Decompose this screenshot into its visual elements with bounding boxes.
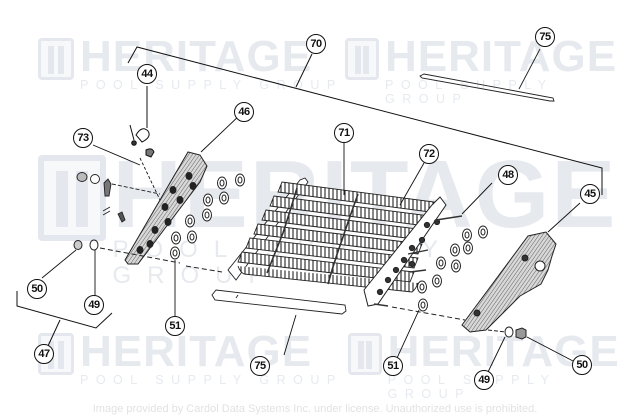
- callout-50-right[interactable]: 50: [572, 355, 592, 375]
- part-75-bottom-strip: [211, 289, 347, 356]
- callout-73[interactable]: 73: [73, 128, 93, 148]
- front-tube-sheet: [363, 182, 493, 307]
- heritage-logo-icon: [345, 38, 379, 80]
- watermark-title: HERITAGE: [384, 32, 618, 81]
- left-gaskets: [170, 173, 245, 260]
- bracket-70: [127, 46, 603, 195]
- callout-50-left[interactable]: 50: [27, 279, 47, 299]
- callout-75-top[interactable]: 75: [535, 27, 555, 47]
- watermark-subtitle: POOL SUPPLY GROUP: [80, 373, 343, 387]
- callout-72[interactable]: 72: [419, 144, 439, 164]
- watermark-top-right: HERITAGE POOL SUPPLY GROUP: [345, 32, 630, 106]
- callout-51-right[interactable]: 51: [383, 356, 403, 376]
- callout-47[interactable]: 47: [34, 344, 54, 364]
- right-gaskets: [391, 225, 488, 359]
- part-44: [129, 86, 155, 158]
- callout-51-left[interactable]: 51: [165, 316, 185, 336]
- callout-45[interactable]: 45: [580, 184, 600, 204]
- watermark-title: HERITAGE: [80, 32, 313, 81]
- part-46-rear-header: [124, 112, 243, 265]
- callout-49-right[interactable]: 49: [474, 370, 494, 390]
- callout-70[interactable]: 70: [306, 34, 326, 54]
- part-73-leader: [92, 144, 161, 201]
- copyright-notice: Image provided by Cardol Data Systems In…: [92, 403, 538, 415]
- callout-49-left[interactable]: 49: [84, 295, 104, 315]
- left-washers: [41, 239, 223, 317]
- part-75-top-strip: [419, 48, 555, 102]
- watermark-bottom-right: HERITAGE POOL SUPPLY GROUP: [348, 330, 630, 401]
- heritage-logo-icon: [38, 155, 107, 241]
- callout-75-bottom[interactable]: 75: [250, 356, 270, 376]
- part-71-heat-exchanger: [227, 177, 435, 293]
- right-washers: [487, 326, 574, 373]
- callout-44[interactable]: 44: [137, 64, 157, 84]
- heritage-logo-icon: [348, 333, 382, 375]
- watermark-title: HERITAGE: [80, 327, 313, 376]
- callout-46[interactable]: 46: [234, 102, 254, 122]
- callout-71[interactable]: 71: [334, 123, 354, 143]
- left-hardware: [76, 172, 161, 223]
- watermark-subtitle: POOL SUPPLY GROUP: [387, 373, 557, 401]
- watermark-subtitle: POOL SUPPLY GROUP: [384, 78, 554, 106]
- leaders-71-72: [343, 141, 425, 206]
- part-45-front-header: [461, 202, 581, 333]
- watermark-bottom-left: HERITAGE POOL SUPPLY GROUP: [38, 327, 343, 387]
- callout-48[interactable]: 48: [498, 165, 518, 185]
- heritage-logo-icon: [38, 38, 74, 80]
- bracket-47: [16, 291, 113, 347]
